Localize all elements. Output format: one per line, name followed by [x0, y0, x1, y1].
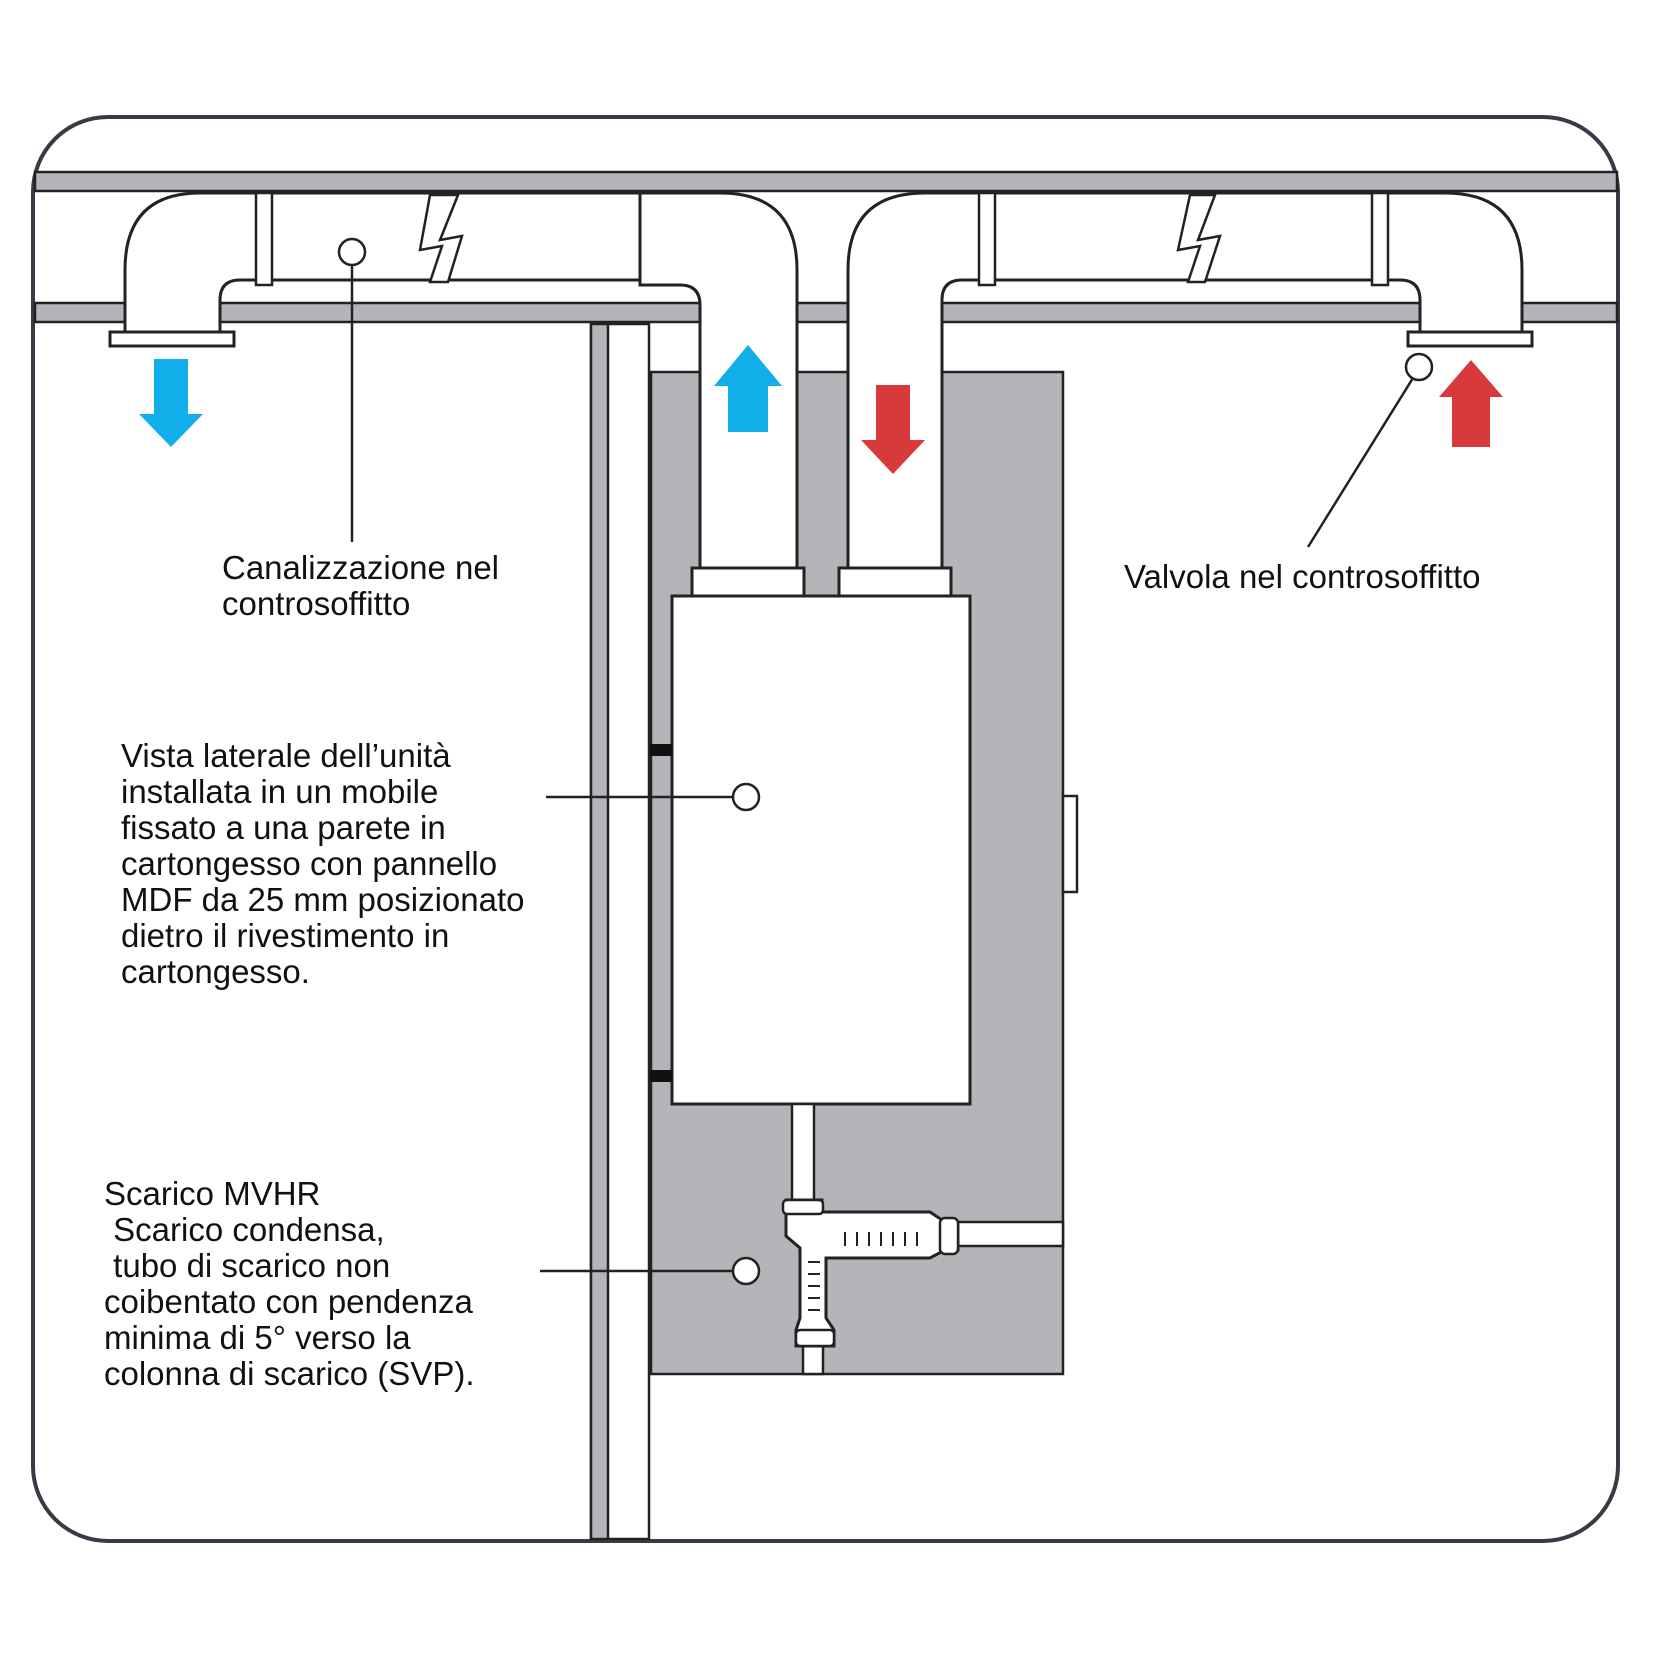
label-ceiling-ducting: Canalizzazione nel controsoffitto	[222, 549, 500, 622]
drain-trap	[784, 1198, 960, 1348]
callout-unit	[731, 782, 761, 812]
callout-valve	[1404, 352, 1434, 382]
left-duct-break	[418, 193, 464, 284]
extract-arrow-up-icon	[1439, 360, 1503, 447]
right-ceiling-valve	[1406, 330, 1534, 348]
leader-line-valve	[1306, 377, 1415, 548]
trap-threads	[808, 1232, 918, 1311]
trap-nut	[781, 1198, 825, 1216]
unit-collar-extract	[837, 566, 953, 598]
unit-collar-supply	[690, 566, 806, 598]
ceiling-joist-top	[33, 170, 1619, 193]
supply-arrow-down-icon	[139, 359, 203, 447]
duct-hanger	[254, 191, 274, 287]
callout-ducting	[337, 237, 367, 267]
extract-arrow-down-icon	[861, 385, 925, 474]
cabinet-door-handle	[1061, 794, 1079, 894]
mvhr-unit	[670, 594, 972, 1106]
unit-bracket	[650, 1070, 672, 1082]
duct-hanger	[977, 191, 997, 287]
duct-hanger	[1370, 191, 1390, 287]
label-unit-side-view: Vista laterale dell’unità installata in …	[121, 737, 525, 990]
label-ceiling-valve: Valvola nel controsoffitto	[1124, 558, 1481, 595]
supply-arrow-up-icon	[714, 345, 782, 432]
right-duct-break	[1176, 193, 1222, 284]
trap-nut	[794, 1328, 836, 1348]
ceiling-joist-bottom	[33, 301, 1619, 324]
drain-pipe-vertical	[790, 1102, 816, 1202]
stud-wall-board	[589, 322, 610, 1541]
drain-pipe-horizontal	[948, 1220, 1065, 1248]
trap-nut	[938, 1216, 960, 1256]
extract-duct	[846, 191, 1524, 574]
unit-bracket	[650, 744, 672, 756]
label-mvhr-drain: Scarico MVHR Scarico condensa, tubo di s…	[104, 1175, 475, 1392]
left-ceiling-valve	[108, 330, 236, 348]
callout-drain	[731, 1256, 761, 1286]
